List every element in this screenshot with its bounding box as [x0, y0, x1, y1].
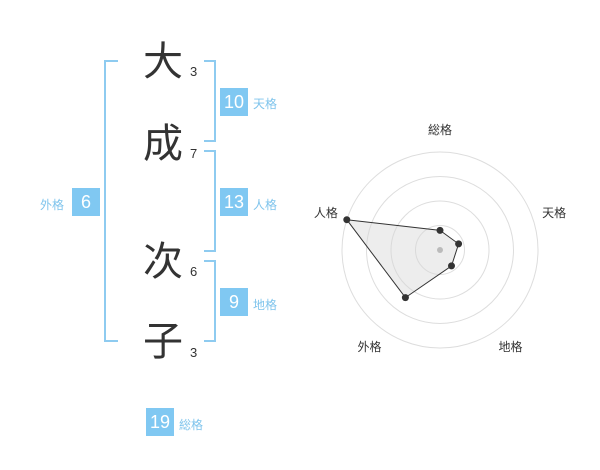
stroke-count-3: 6: [190, 264, 198, 279]
chikaku-bracket: [204, 260, 216, 342]
radar-point-4: [401, 294, 409, 302]
radar-axis-label-4: 外格: [357, 339, 381, 354]
gaikaku-label: 外格: [40, 198, 65, 212]
soukaku-value: 19: [146, 408, 174, 436]
tenkaku-value: 10: [220, 88, 248, 116]
radar-grid-ring-3: [366, 176, 514, 324]
radar-grid-ring-1: [415, 225, 465, 275]
jinkaku-bracket: [204, 150, 216, 252]
chikaku-value: 9: [220, 288, 248, 316]
radar-center-dot: [437, 247, 443, 253]
gaikaku-bracket: [104, 60, 118, 342]
name-char-1: 大: [143, 39, 183, 85]
radar-axis-label-3: 地格: [498, 339, 522, 354]
tenkaku-bracket: [204, 60, 216, 142]
radar-grid-ring-4: [341, 151, 539, 349]
name-char-3: 次: [143, 239, 183, 285]
radar-axis-label-1: 総格: [428, 122, 452, 137]
radar-grid-ring-2: [390, 200, 490, 300]
soukaku-label: 総格: [179, 418, 204, 432]
stroke-count-1: 3: [190, 64, 198, 79]
stroke-count-2: 7: [190, 146, 198, 161]
jinkaku-label: 人格: [253, 198, 278, 212]
name-char-2: 成: [143, 121, 183, 167]
gaikaku-value: 6: [72, 188, 100, 216]
jinkaku-value: 13: [220, 188, 248, 216]
radar-axis-label-5: 人格: [314, 205, 338, 220]
chikaku-label: 地格: [253, 298, 278, 312]
radar-series-area: [345, 219, 460, 299]
radar-point-3: [448, 262, 455, 270]
tenkaku-label: 天格: [253, 97, 278, 111]
radar-point-1: [436, 226, 444, 234]
stroke-count-4: 3: [190, 345, 198, 360]
radar-axis-label-2: 天格: [542, 205, 566, 220]
radar-point-5: [343, 216, 351, 224]
radar-point-2: [455, 240, 463, 248]
name-char-4: 子: [143, 319, 183, 365]
